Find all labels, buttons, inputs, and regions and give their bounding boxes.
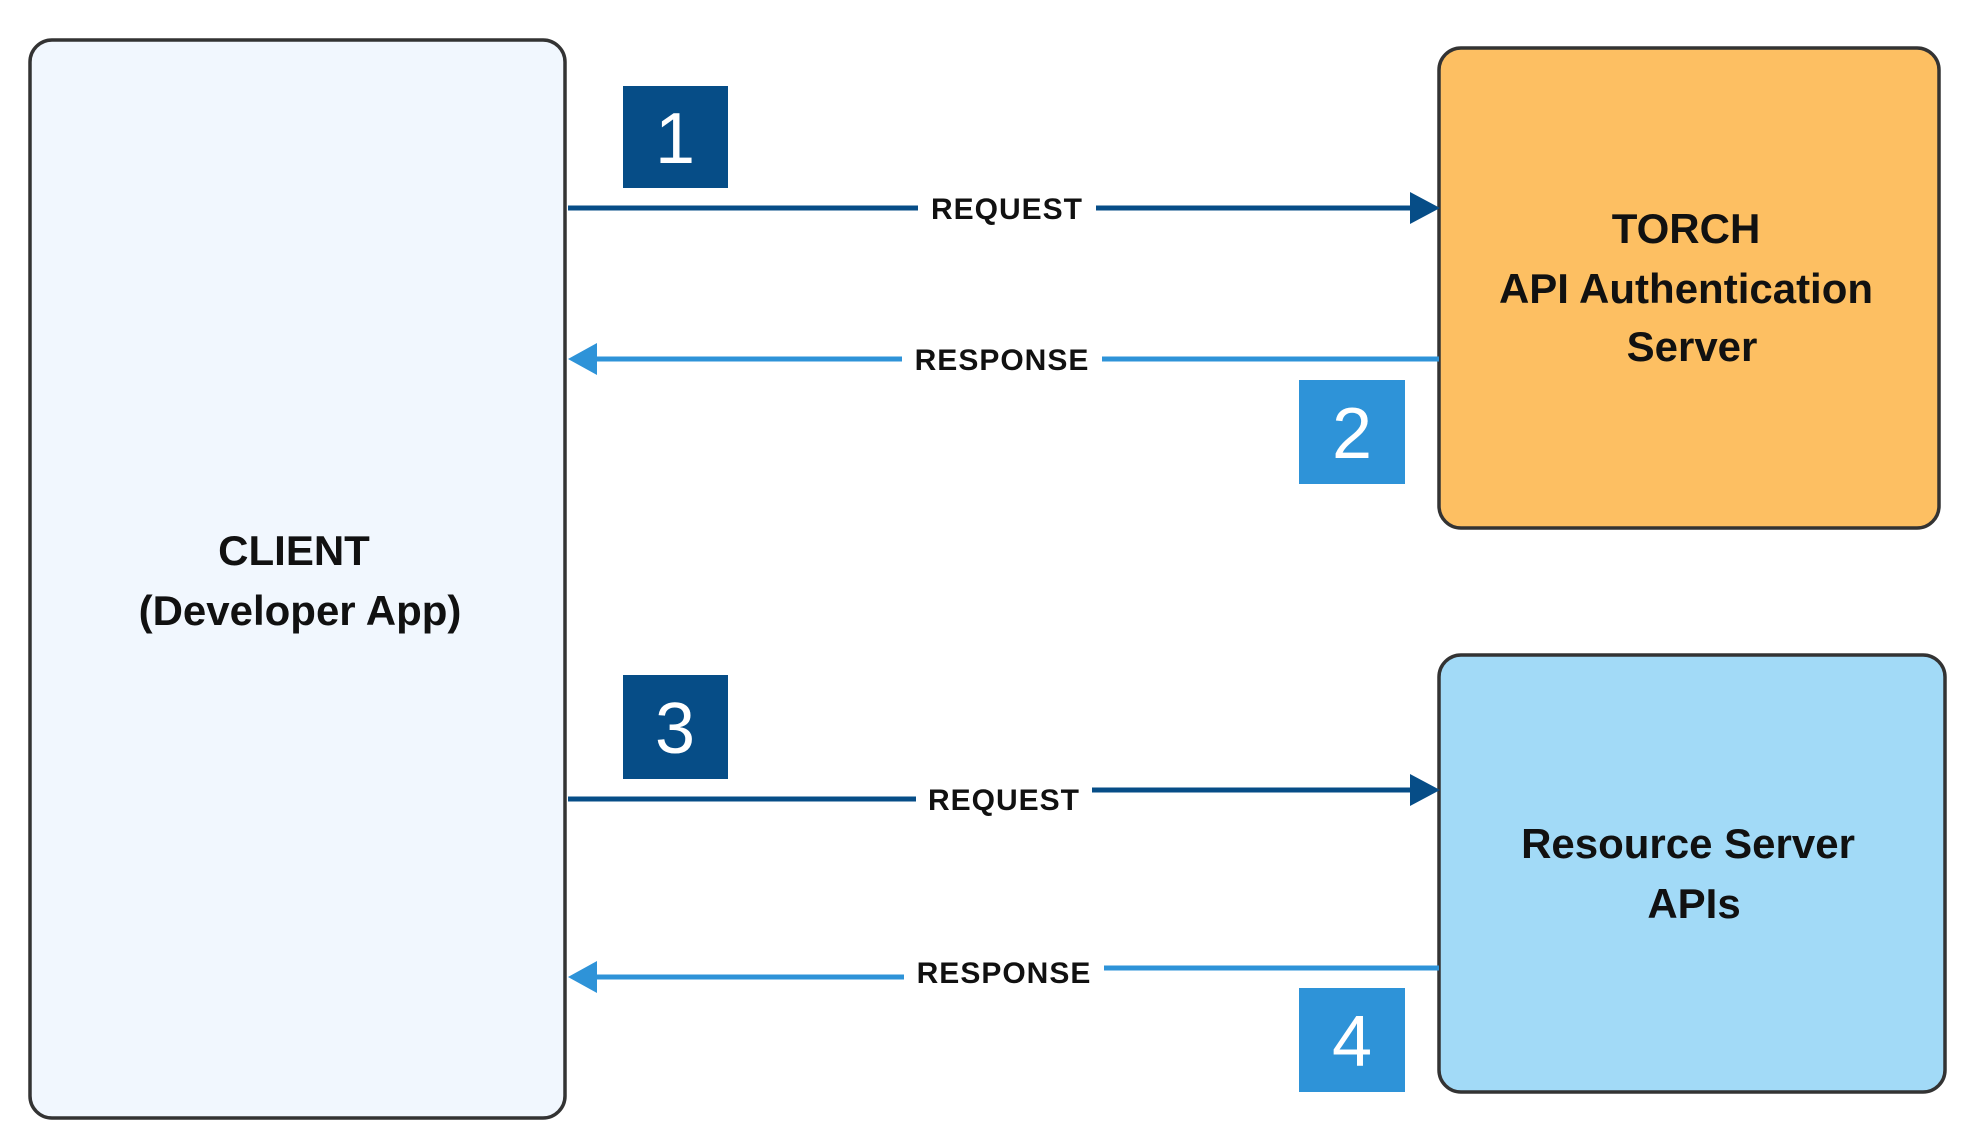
step-badge-2: 2 [1299,380,1405,484]
step-badge-3-label: 3 [655,689,695,769]
edge-1-request: REQUEST [568,192,1440,226]
resource-server-box [1437,653,1947,1094]
auth-server-node: TORCH API Authentication Server [1437,46,1941,530]
edge-4-label: RESPONSE [917,957,1092,990]
auth-server-subtitle: API Authentication [1499,265,1873,312]
resource-server-subtitle: APIs [1647,880,1740,927]
auth-server-title: TORCH [1612,205,1761,252]
edge-4-response: RESPONSE [568,957,1439,993]
client-title: CLIENT [218,527,370,574]
edge-3-arrowhead [1410,774,1440,806]
step-badge-3-box [623,675,728,779]
step-badge-4: 4 [1299,988,1405,1092]
step-badge-1-box [623,86,728,188]
client-subtitle: (Developer App) [139,587,462,634]
auth-server-subtitle-2: Server [1627,323,1758,370]
client-box [28,38,567,1120]
edge-2-label: RESPONSE [915,344,1090,377]
step-badge-2-box [1299,380,1405,484]
edge-3-label: REQUEST [928,784,1080,817]
step-badge-2-label: 2 [1332,394,1372,474]
step-badge-4-label: 4 [1332,1002,1372,1082]
step-badge-4-box [1299,988,1405,1092]
step-badge-3: 3 [623,675,728,779]
resource-server-title: Resource Server [1521,820,1855,867]
step-badge-1: 1 [623,86,728,188]
edge-1-arrowhead [1410,192,1440,224]
edge-3-request: REQUEST [568,774,1440,817]
client-node: CLIENT (Developer App) [28,38,567,1120]
edge-1-label: REQUEST [931,193,1083,226]
auth-server-box [1437,46,1941,530]
edge-2-response: RESPONSE [568,343,1439,377]
step-badge-1-label: 1 [655,99,695,179]
edge-4-arrowhead [568,961,597,993]
edge-2-arrowhead [568,343,597,375]
resource-server-node: Resource Server APIs [1437,653,1947,1094]
